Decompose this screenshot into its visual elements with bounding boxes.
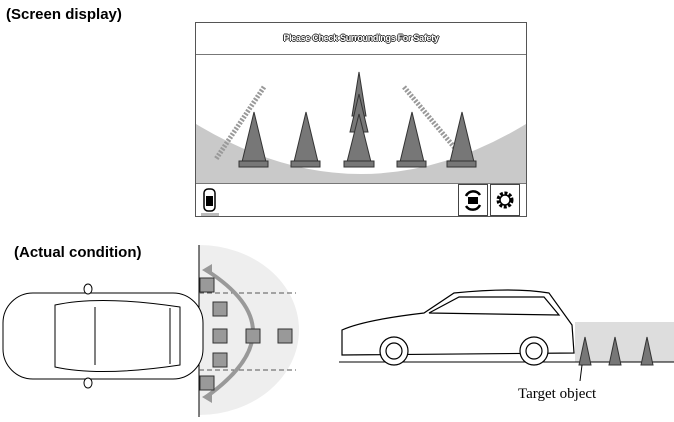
cone [399, 111, 425, 163]
cone [640, 336, 654, 366]
settings-button[interactable] [490, 184, 520, 216]
safety-message: Please Check Surroundings For Safety [283, 33, 439, 43]
cone-base [446, 160, 477, 168]
ground-zone [196, 124, 526, 183]
cone [608, 336, 622, 366]
cone-base [343, 160, 375, 168]
top-car [2, 283, 204, 389]
car-top-view-icon[interactable] [199, 186, 221, 218]
cone [578, 336, 592, 366]
gear-icon [496, 191, 514, 209]
cone [241, 111, 267, 163]
message-bar: Please Check Surroundings For Safety [196, 23, 526, 55]
cone [449, 111, 475, 163]
guide-line-left [213, 85, 267, 161]
camera-screen: Please Check Surroundings For Safety [195, 22, 527, 217]
target-cones [578, 336, 654, 366]
screen-display-heading: (Screen display) [6, 6, 122, 23]
bottom-bar [196, 183, 526, 184]
obstacle-markers [199, 277, 293, 391]
label-leader [579, 364, 583, 382]
cones [238, 71, 477, 168]
side-view-diagram [339, 289, 674, 382]
camera-view [196, 71, 526, 183]
camera-switch-button[interactable] [458, 184, 488, 216]
cone-base [238, 160, 269, 168]
camera-switch-icon [464, 190, 482, 211]
cone-base [290, 160, 321, 168]
actual-condition-heading: (Actual condition) [14, 244, 142, 261]
cone-base [396, 160, 427, 168]
side-car [341, 289, 575, 366]
detection-zone [575, 322, 674, 362]
target-object-label: Target object [518, 386, 597, 402]
cone [346, 113, 372, 163]
top-down-diagram [2, 245, 299, 417]
cone [293, 111, 319, 163]
